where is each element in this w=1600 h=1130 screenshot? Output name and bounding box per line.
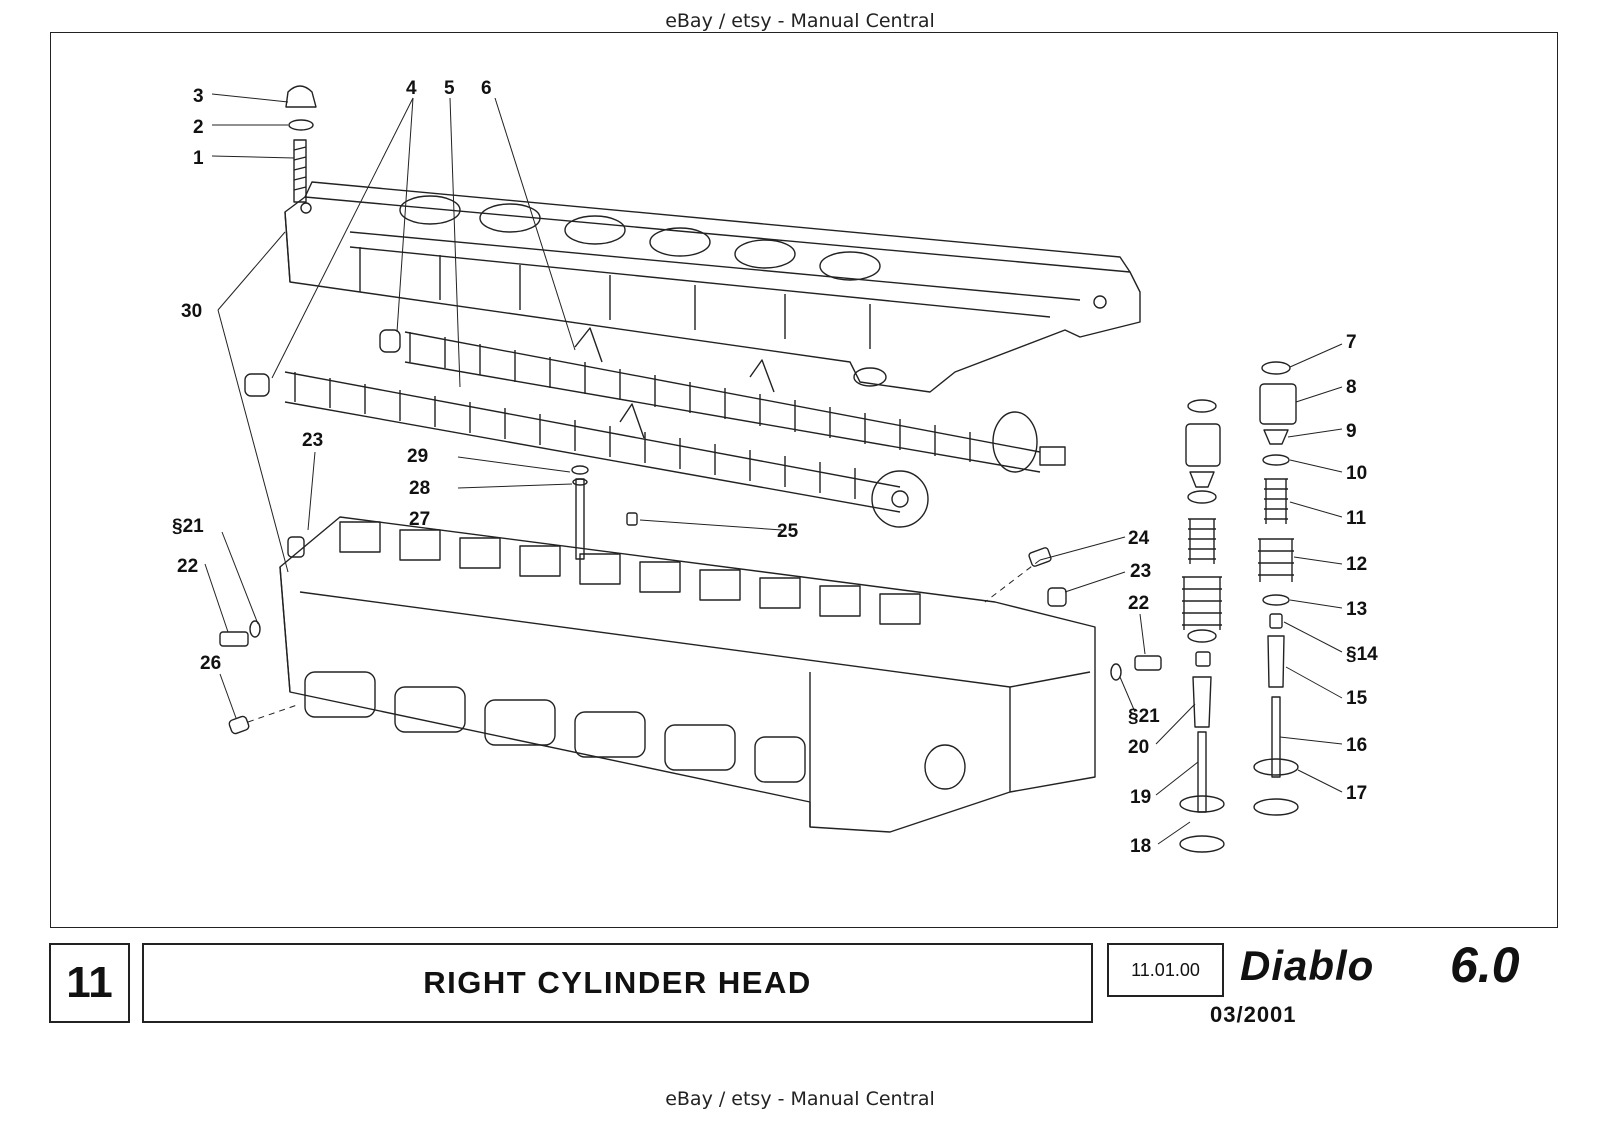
cylinder-head-illustration — [279, 516, 1096, 833]
exploded-parts-diagram: 3 2 1 4 5 6 30 23 29 28 27 25 §21 22 26 … — [172, 78, 1378, 857]
callout-13: 13 — [1346, 599, 1367, 620]
callout-5: 5 — [444, 78, 455, 99]
callout-19: 19 — [1130, 787, 1151, 808]
page-title: RIGHT CYLINDER HEAD — [423, 965, 812, 1000]
callout-28: 28 — [409, 478, 430, 499]
callout-26: 26 — [200, 653, 221, 674]
camshaft-upper-illustration — [379, 327, 1066, 473]
callout-9: 9 — [1346, 421, 1357, 442]
callout-11: 11 — [1346, 508, 1367, 529]
small-parts-illustration — [219, 465, 1162, 735]
callout-23-right: 23 — [1130, 561, 1151, 582]
callout-16: 16 — [1346, 735, 1367, 756]
callout-24: 24 — [1128, 528, 1150, 549]
cam-cover-illustration — [284, 181, 1141, 393]
watermark-top: eBay / etsy - Manual Central — [665, 10, 935, 32]
callout-8: 8 — [1346, 377, 1357, 398]
callout-27: 27 — [409, 509, 430, 530]
callout-23-left: 23 — [302, 430, 323, 451]
callout-22-left: 22 — [177, 556, 198, 577]
callout-17: 17 — [1346, 783, 1367, 804]
callout-labels: 3 2 1 4 5 6 30 23 29 28 27 25 §21 22 26 … — [172, 78, 1378, 857]
callout-4: 4 — [406, 78, 417, 99]
callout-14: §14 — [1346, 644, 1378, 665]
brand-name: Diablo — [1240, 942, 1374, 989]
revision-date: 03/2001 — [1210, 1002, 1297, 1027]
page-number-box: 11 — [49, 943, 130, 1023]
callout-18: 18 — [1130, 836, 1151, 857]
callout-12: 12 — [1346, 554, 1367, 575]
callout-10: 10 — [1346, 463, 1367, 484]
watermark-bottom: eBay / etsy - Manual Central — [665, 1088, 935, 1110]
page-number: 11 — [66, 958, 113, 1007]
callout-20: 20 — [1128, 737, 1149, 758]
stud-washer-cap-illustration — [285, 85, 317, 203]
callout-1: 1 — [193, 148, 204, 169]
callout-6: 6 — [481, 78, 492, 99]
callout-2: 2 — [193, 117, 204, 138]
title-box: RIGHT CYLINDER HEAD — [142, 943, 1093, 1023]
brand-version: 6.0 — [1450, 937, 1520, 993]
callout-7: 7 — [1346, 332, 1357, 353]
callout-21-left: §21 — [172, 516, 204, 537]
callout-22-right: 22 — [1128, 593, 1149, 614]
valve-assembly-left-illustration — [1179, 399, 1225, 853]
camshaft-lower-illustration — [244, 371, 929, 528]
callout-25: 25 — [777, 521, 799, 542]
callout-29: 29 — [407, 446, 428, 467]
callout-3: 3 — [193, 86, 204, 107]
leader-lines — [204, 93, 1343, 845]
section-code-box: 11.01.00 — [1107, 943, 1224, 997]
diagram-frame — [50, 32, 1558, 928]
diablo-logo: Diablo 6.0 — [1240, 937, 1520, 993]
callout-15: 15 — [1346, 688, 1368, 709]
callout-21-right: §21 — [1128, 706, 1160, 727]
section-code: 11.01.00 — [1131, 959, 1200, 980]
valve-assembly-right-illustration — [1253, 361, 1299, 816]
callout-30: 30 — [181, 301, 202, 322]
